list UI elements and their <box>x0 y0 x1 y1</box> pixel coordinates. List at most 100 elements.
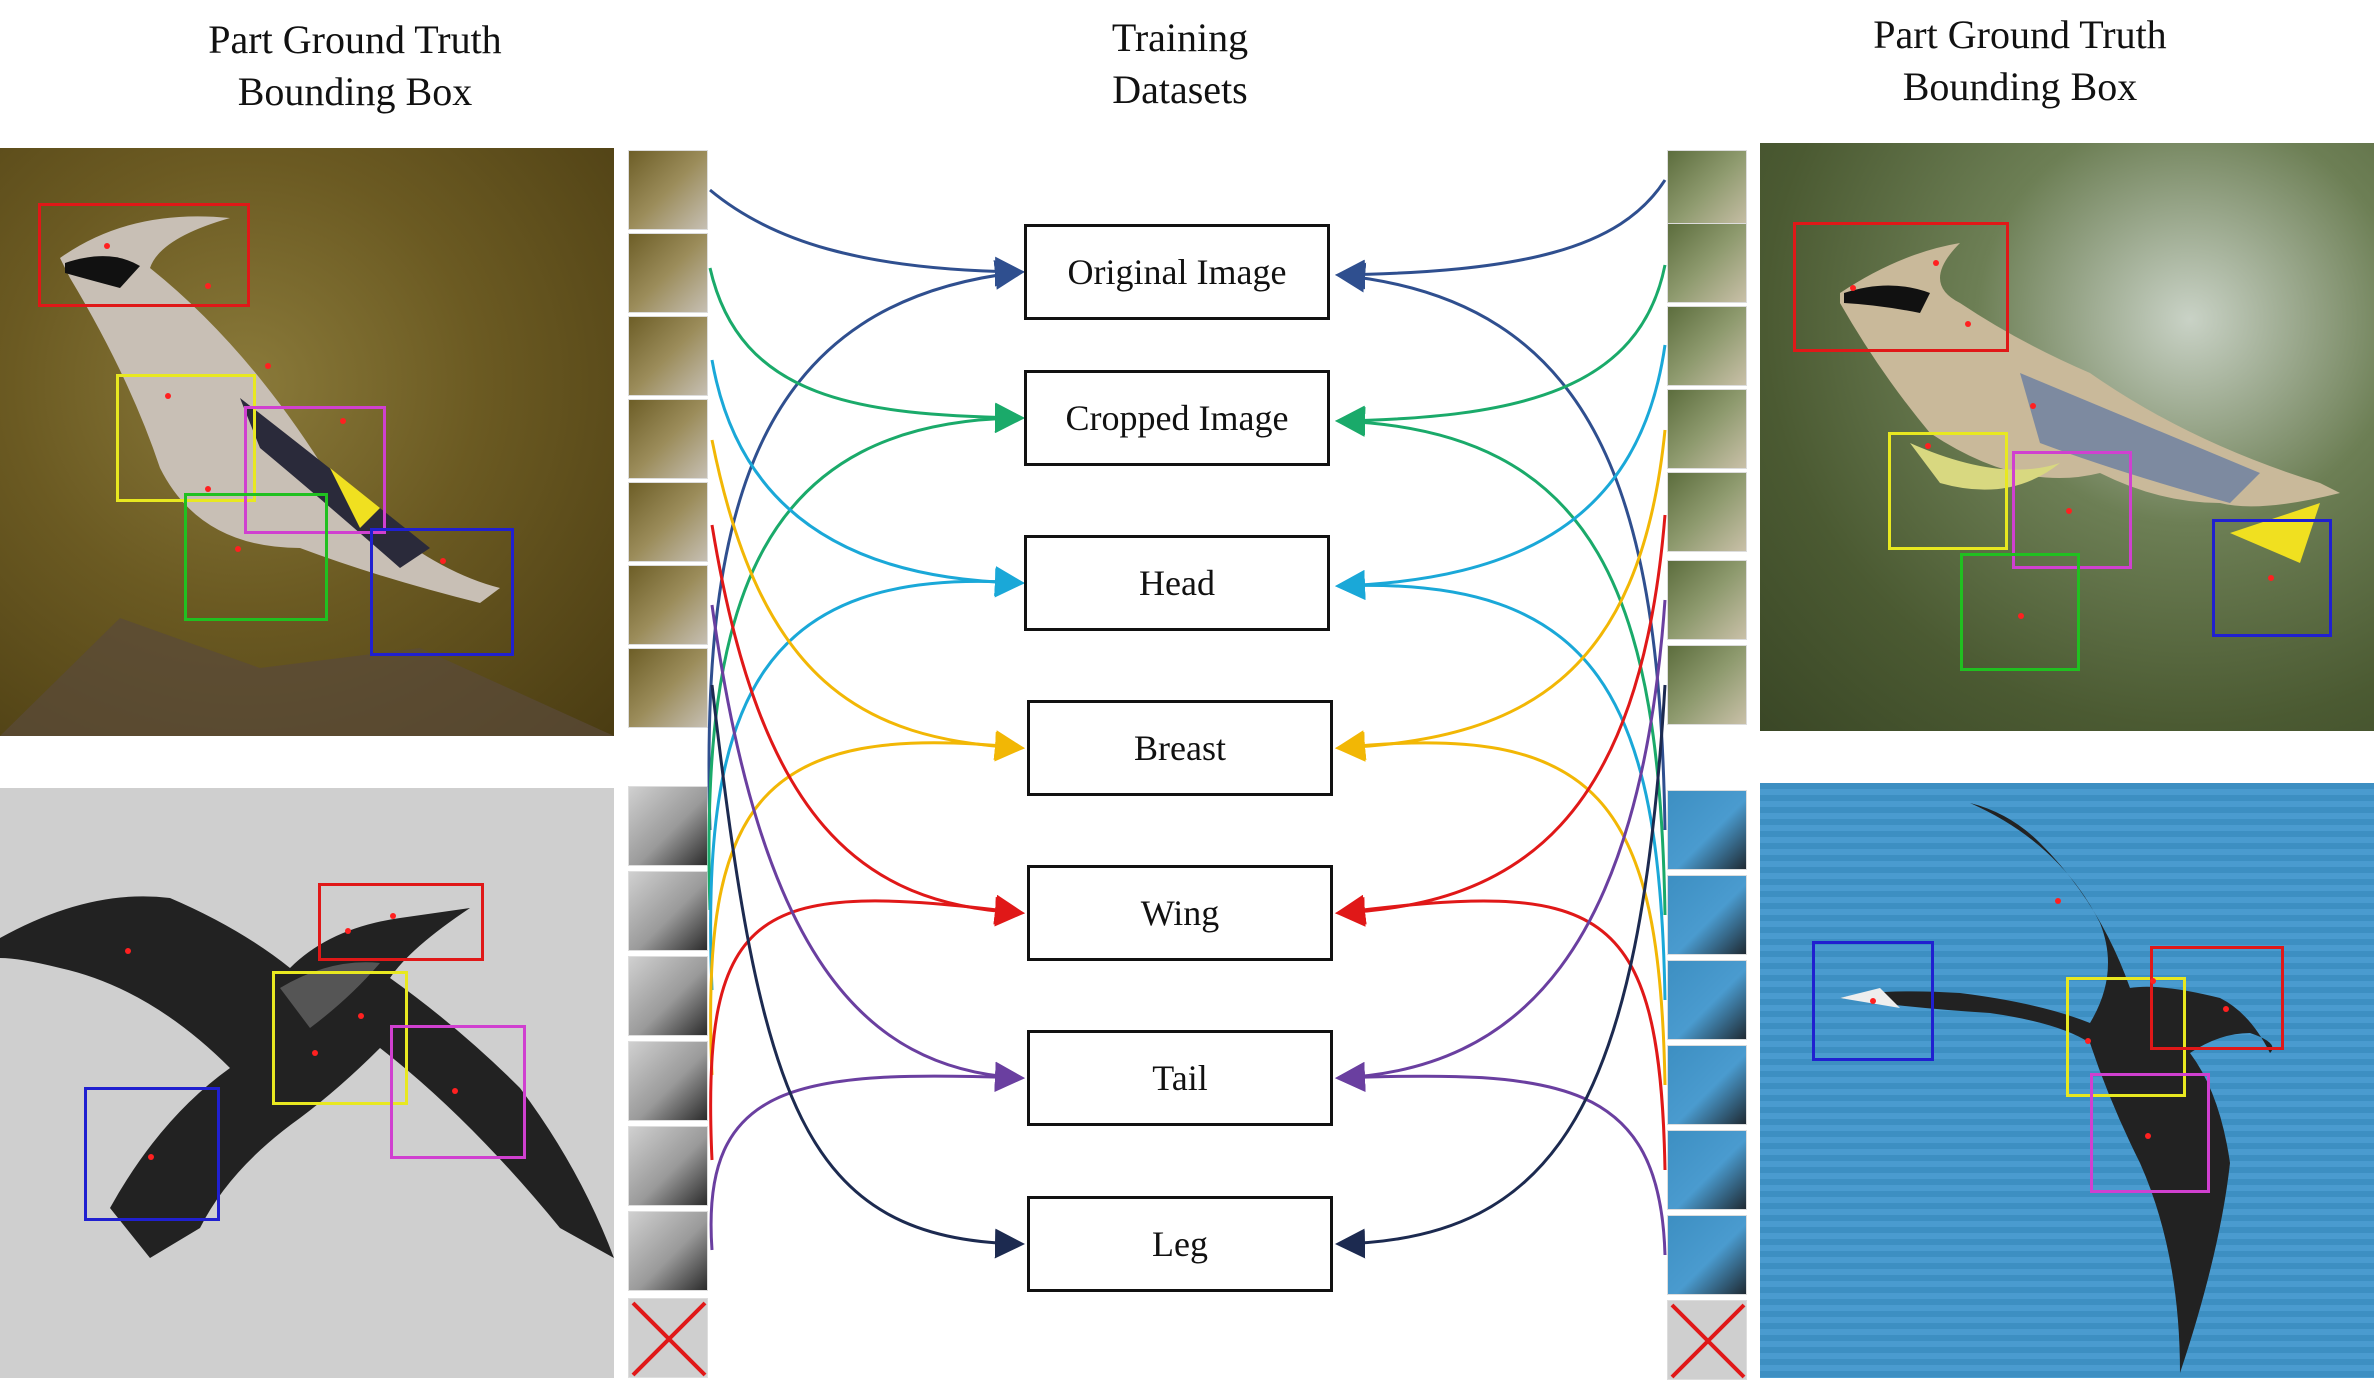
part-keypoint <box>2066 508 2072 514</box>
thumbnail-cropped-image <box>1667 223 1747 303</box>
right-column-heading: Part Ground Truth Bounding Box <box>1765 9 2275 113</box>
breast-bounding-box <box>2066 977 2186 1097</box>
breast-bounding-box <box>1888 432 2008 550</box>
thumbnail-breast <box>628 1041 708 1121</box>
dataset-box-breast: Breast <box>1027 700 1333 796</box>
right-heading-line-1: Part Ground Truth <box>1873 12 2167 57</box>
part-keypoint <box>265 363 271 369</box>
arrow-original-image-left-top <box>709 188 1025 287</box>
arrow-head-left-top <box>710 359 1025 598</box>
thumbnail-cropped-image <box>628 233 708 313</box>
dataset-box-head: Head <box>1024 535 1330 631</box>
thumbnail-tail <box>1667 1215 1747 1295</box>
dataset-box-original-image: Original Image <box>1024 224 1330 320</box>
left-column-heading: Part Ground Truth Bounding Box <box>100 14 610 118</box>
albatross-bird-illustration <box>0 896 614 1258</box>
left-heading-line-1: Part Ground Truth <box>208 17 502 62</box>
thumbnail-wing <box>1667 472 1747 552</box>
part-keypoint <box>2145 1133 2151 1139</box>
thumbnail-head <box>1667 306 1747 386</box>
part-keypoint <box>2268 575 2274 581</box>
arrow-cropped-image-left-top <box>708 267 1025 433</box>
thumbnail-wing <box>628 1126 708 1206</box>
middle-column-heading: Training Datasets <box>1000 12 1360 116</box>
dataset-box-tail: Tail <box>1027 1030 1333 1126</box>
part-keypoint <box>340 418 346 424</box>
waxwing-bird-illustration <box>0 216 614 736</box>
arrow-original-image-right-top <box>1335 179 1667 290</box>
thumbnail-leg <box>1667 645 1747 725</box>
part-keypoint <box>312 1050 318 1056</box>
arrow-wing-left-top <box>710 524 1025 927</box>
arrow-tail-right-top <box>1335 599 1667 1092</box>
missing-leg-thumbnail <box>628 1298 708 1378</box>
wing-bounding-box <box>2090 1073 2210 1193</box>
thumbnail-leg <box>628 648 708 728</box>
thumbnail-original-image <box>1667 790 1747 870</box>
waxwing-bird-illustration <box>1840 243 2340 563</box>
arrow-cropped-image-left-bottom <box>707 403 1025 911</box>
thumbnail-tail <box>628 565 708 645</box>
arrow-leg-left <box>710 684 1025 1259</box>
dataset-box-wing: Wing <box>1027 865 1333 961</box>
thumbnail-breast <box>1667 389 1747 469</box>
part-keypoint <box>1850 285 1856 291</box>
arrow-breast-left-top <box>710 439 1025 762</box>
tail-bounding-box <box>2212 519 2332 637</box>
head-bounding-box <box>2150 946 2284 1050</box>
part-keypoint <box>1925 443 1931 449</box>
thumbnail-wing <box>1667 1130 1747 1210</box>
dataset-box-cropped-image: Cropped Image <box>1024 370 1330 466</box>
red-x-icon <box>631 1301 707 1377</box>
albatross-photo-left <box>0 788 614 1378</box>
thumbnail-head <box>628 956 708 1036</box>
thumbnail-cropped-image <box>1667 875 1747 955</box>
arrow-tail-right-bottom <box>1335 1062 1667 1256</box>
part-keypoint <box>440 558 446 564</box>
part-keypoint <box>2223 1006 2229 1012</box>
leg-bounding-box <box>1960 553 2080 671</box>
part-keypoint <box>2150 978 2156 984</box>
arrow-leg-right <box>1335 684 1667 1259</box>
arrow-original-image-left-bottom <box>707 259 1025 831</box>
part-keypoint <box>104 243 110 249</box>
middle-heading-line-1: Training <box>1111 15 1249 60</box>
part-keypoint <box>358 1013 364 1019</box>
part-keypoint <box>452 1088 458 1094</box>
waxwing-photo-right <box>1760 143 2374 731</box>
part-keypoint <box>2018 613 2024 619</box>
arrow-cropped-image-right-bottom <box>1335 406 1667 916</box>
arrow-head-right-bottom <box>1335 569 1667 1001</box>
thumbnail-tail <box>1667 560 1747 640</box>
thumbnail-breast <box>1667 1045 1747 1125</box>
arrow-breast-left-bottom <box>709 730 1025 1076</box>
part-keypoint <box>2030 403 2036 409</box>
thumbnail-original-image <box>628 150 708 230</box>
part-keypoint <box>345 928 351 934</box>
arrow-original-image-right-bottom <box>1335 262 1667 831</box>
part-keypoint <box>390 913 396 919</box>
dataset-box-leg: Leg <box>1027 1196 1333 1292</box>
part-keypoint <box>205 283 211 289</box>
missing-leg-thumbnail <box>1667 1300 1747 1380</box>
part-keypoint <box>1965 321 1971 327</box>
thumbnail-original-image <box>628 786 708 866</box>
arrow-breast-right-top <box>1335 429 1667 762</box>
red-x-icon <box>1670 1303 1746 1379</box>
waxwing-photo-left <box>0 148 614 736</box>
leg-bounding-box <box>184 493 328 621</box>
arrow-tail-left-bottom <box>709 1062 1025 1251</box>
wing-bounding-box <box>244 406 386 534</box>
part-keypoint <box>125 948 131 954</box>
right-heading-line-2: Bounding Box <box>1902 64 2138 109</box>
part-keypoint <box>2085 1038 2091 1044</box>
breast-bounding-box <box>272 971 408 1105</box>
tail-bounding-box <box>1812 941 1934 1061</box>
part-keypoint <box>165 393 171 399</box>
head-bounding-box <box>38 203 250 307</box>
part-keypoint <box>235 546 241 552</box>
wing-bounding-box <box>2012 451 2132 569</box>
wing-bounding-box <box>390 1025 526 1159</box>
arrow-wing-left-bottom <box>709 894 1025 1161</box>
